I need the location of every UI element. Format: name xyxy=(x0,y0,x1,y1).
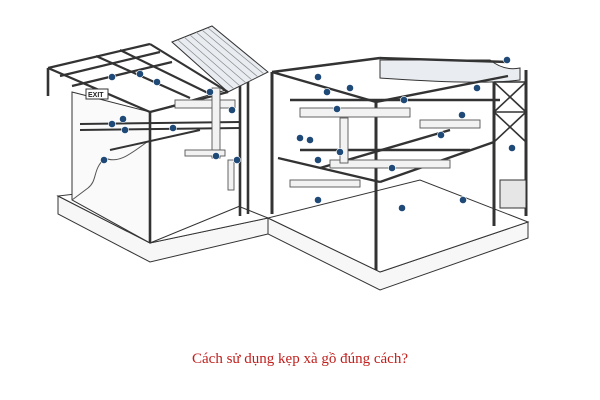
callout-marker xyxy=(100,156,108,164)
callout-marker xyxy=(503,56,511,64)
callout-marker xyxy=(108,120,116,128)
callout-marker xyxy=(314,156,322,164)
caption: Cách sử dụng kẹp xà gồ đúng cách? xyxy=(192,351,408,367)
callout-marker xyxy=(314,73,322,81)
right-roof-panel xyxy=(379,59,521,83)
callout-marker xyxy=(314,196,322,204)
callout-marker xyxy=(233,156,241,164)
callout-marker xyxy=(346,84,354,92)
callout-marker xyxy=(437,131,445,139)
callout-marker xyxy=(212,152,220,160)
ac-unit xyxy=(499,179,527,209)
callout-marker xyxy=(333,105,341,113)
callout-marker xyxy=(323,88,331,96)
callout-marker xyxy=(119,115,127,123)
right-building xyxy=(266,56,530,291)
callout-marker xyxy=(459,196,467,204)
callout-marker xyxy=(400,96,408,104)
building-framing-illustration: EXIT xyxy=(46,25,530,291)
callout-marker xyxy=(398,204,406,212)
callout-marker xyxy=(336,148,344,156)
callout-marker xyxy=(296,134,304,142)
callout-markers xyxy=(100,56,516,212)
exit-sign-text: EXIT xyxy=(88,92,104,99)
left-roof-panel xyxy=(171,25,269,93)
callout-marker xyxy=(508,144,516,152)
callout-marker xyxy=(121,126,129,134)
callout-marker xyxy=(169,124,177,132)
callout-marker xyxy=(108,73,116,81)
callout-marker xyxy=(136,70,144,78)
callout-marker xyxy=(206,88,214,96)
callout-marker xyxy=(306,136,314,144)
callout-marker xyxy=(458,111,466,119)
callout-marker xyxy=(153,78,161,86)
callout-marker xyxy=(388,164,396,172)
left-building: EXIT xyxy=(46,25,270,263)
callout-marker xyxy=(228,106,236,114)
exit-sign xyxy=(85,88,109,100)
callout-marker xyxy=(473,84,481,92)
